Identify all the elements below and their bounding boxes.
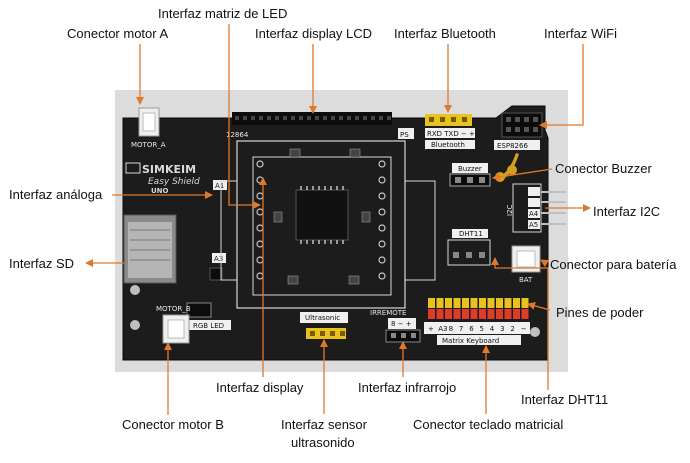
logo-subtitle: Easy Shield: [148, 177, 200, 187]
label-interfaz-matriz-led: Interfaz matriz de LED: [158, 6, 288, 21]
label-conector-motor-b: Conector motor B: [122, 417, 224, 432]
keypad-num: 3: [500, 325, 504, 333]
rgb-led-area: RGB LED: [186, 302, 231, 330]
buzzer-connector: Buzzer: [449, 153, 519, 187]
arrow-wifi: [539, 44, 584, 129]
ultrasonic-silk: Ultrasonic: [305, 314, 340, 322]
esp-silk: ESP8266: [497, 142, 528, 150]
label-interfaz-display-lcd: Interfaz display LCD: [255, 26, 373, 41]
a1-pad: [213, 180, 227, 190]
mount-hole: [530, 327, 540, 337]
ps-silk: PS: [400, 131, 409, 139]
label-conector-teclado: Conector teclado matricial: [413, 417, 564, 432]
board-logo: SIMKEIM Easy Shield UNO: [125, 162, 200, 195]
bat-silk: BAT: [519, 276, 533, 284]
arrow-matriz-led: [228, 24, 261, 209]
rgb-led-silk: RGB LED: [193, 322, 224, 330]
motor-a-connector: MOTOR_A: [131, 107, 166, 149]
dht11-connector: DHT11: [447, 229, 491, 266]
a3-silk: A3: [214, 255, 223, 263]
power-pins: [428, 298, 529, 319]
motor-b-connector: MOTOR_B: [156, 305, 191, 344]
logo-text: SIMKEIM: [142, 163, 196, 176]
label-interfaz-dht11: Interfaz DHT11: [521, 392, 609, 407]
keypad-num: 6: [469, 325, 474, 333]
label-interfaz-bluetooth: Interfaz Bluetooth: [394, 26, 496, 41]
keypad-num: 2: [510, 325, 514, 333]
a5-silk: A5: [529, 221, 538, 229]
mount-hole: [130, 285, 140, 295]
iremote-silk: IRREMOTE: [370, 309, 406, 317]
a4-silk: A4: [529, 210, 539, 218]
keypad-num: A3: [438, 325, 447, 333]
label-conector-bateria: Conector para batería: [550, 257, 677, 272]
i2c-header: I2C A4 A5: [506, 183, 566, 233]
mount-hole: [130, 320, 140, 330]
led-matrix-area: [220, 140, 436, 309]
lcd-header-silk: 12864: [226, 131, 249, 139]
bt-pins-silk: RXD TXD − +: [427, 130, 475, 138]
ir-remote-connector: IRREMOTE 8 − +: [370, 309, 421, 343]
matrix-keyboard-silk: Matrix Keyboard: [442, 337, 499, 345]
label-interfaz-sensor-2: ultrasonido: [291, 435, 355, 450]
arrow-buzzer: [492, 168, 553, 181]
label-conector-buzzer: Conector Buzzer: [555, 161, 652, 176]
arrow-dht11: [491, 257, 549, 390]
label-interfaz-sd: Interfaz SD: [9, 256, 75, 271]
ir-nums-silk: 8 − +: [391, 320, 412, 328]
lcd-header: [232, 112, 392, 125]
ultrasonic-connector: Ultrasonic: [300, 312, 348, 339]
sd-card-slot: [123, 214, 177, 284]
bluetooth-silk: Bluetooth: [431, 141, 465, 149]
logo-model: UNO: [151, 187, 169, 195]
label-conector-motor-a: Conector motor A: [67, 26, 169, 41]
arrow-bateria: [540, 259, 550, 268]
label-interfaz-i2c: Interfaz I2C: [593, 204, 661, 219]
a3-pad: [212, 253, 226, 263]
keypad-num: +: [428, 325, 434, 333]
esp8266-header: ESP8266: [494, 112, 543, 150]
keypad-num: 8: [449, 325, 453, 333]
buzzer-silk: Buzzer: [458, 165, 482, 173]
keypad-num: 4: [490, 325, 495, 333]
label-interfaz-analoga: Interfaz análoga: [9, 187, 103, 202]
bluetooth-header: PS RXD TXD − + Bluetooth: [398, 114, 475, 149]
label-interfaz-display: Interfaz display: [216, 380, 304, 395]
arrow-pines-poder: [527, 301, 551, 311]
label-interfaz-sensor-1: Interfaz sensor: [281, 417, 367, 432]
motor-a-silk: MOTOR_A: [131, 141, 166, 149]
label-interfaz-infrarrojo: Interfaz infrarrojo: [358, 380, 457, 395]
keypad-num: −: [521, 325, 527, 333]
keypad-num: 5: [480, 325, 484, 333]
motor-b-silk: MOTOR_B: [156, 305, 191, 313]
a1-silk: A1: [215, 182, 224, 190]
keypad-num: 7: [459, 325, 463, 333]
label-pines-poder: Pines de poder: [556, 305, 644, 320]
dht11-silk: DHT11: [459, 230, 483, 238]
label-interfaz-wifi: Interfaz WiFi: [544, 26, 617, 41]
i2c-silk: I2C: [506, 204, 514, 216]
